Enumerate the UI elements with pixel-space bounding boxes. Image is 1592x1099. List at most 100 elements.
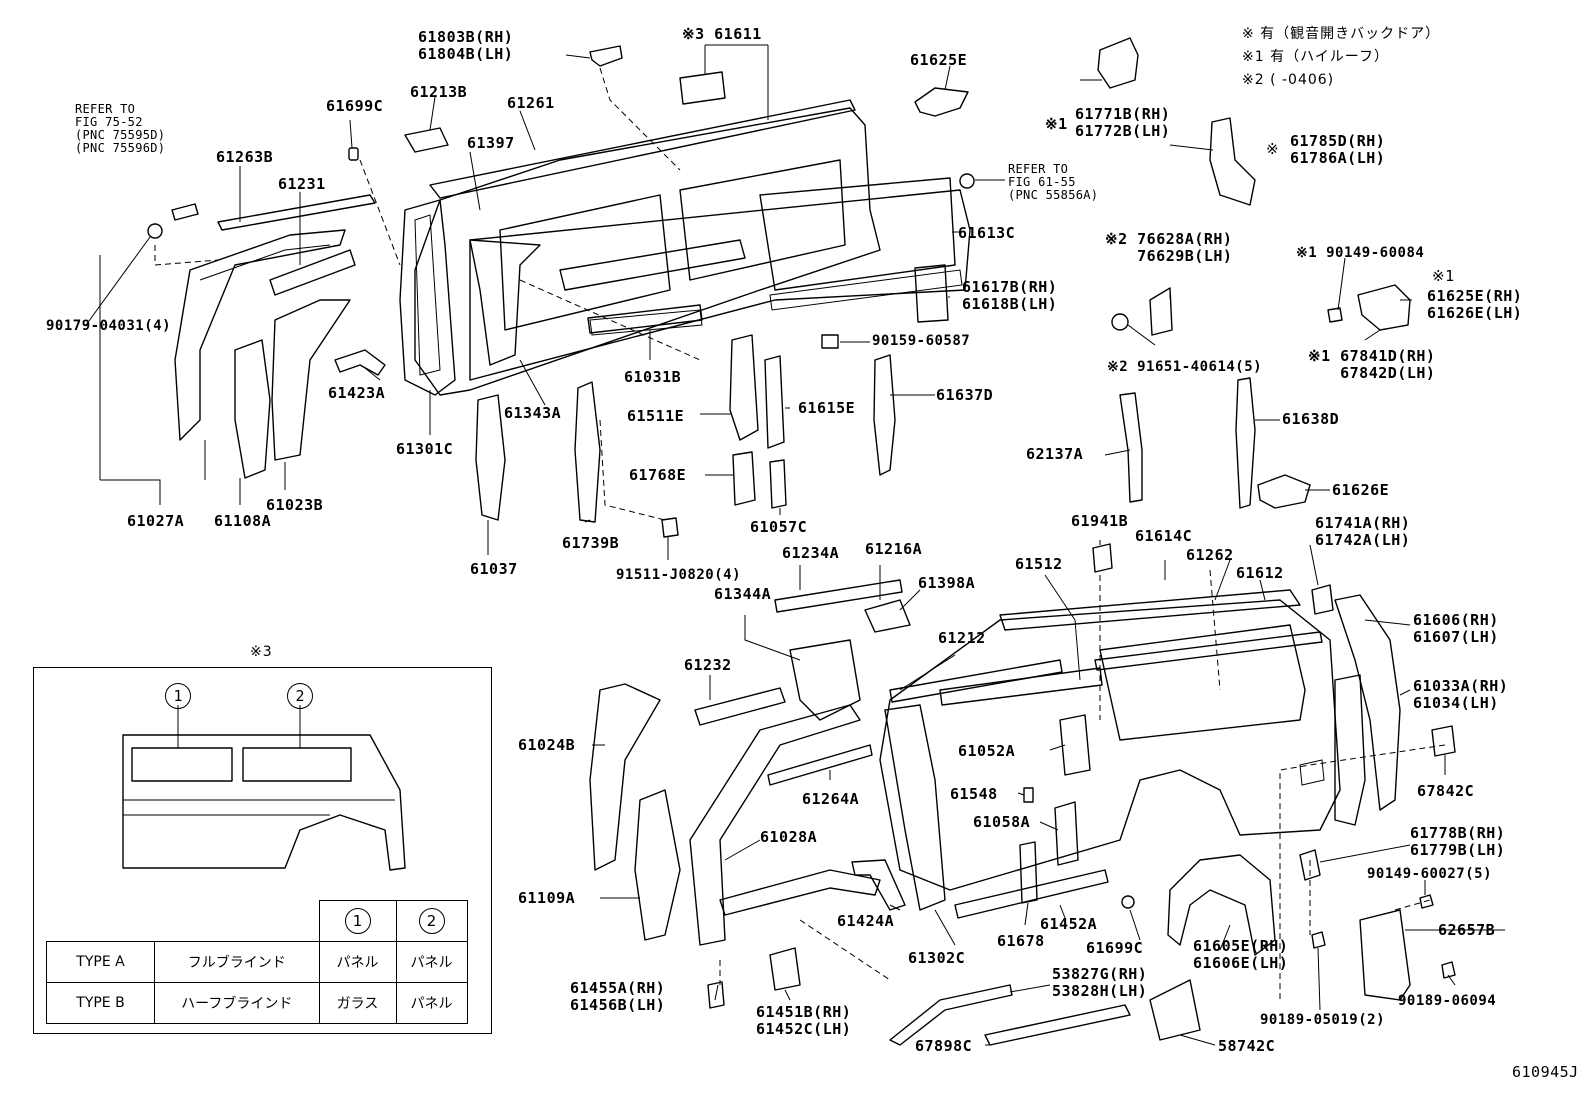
front-pillar-61301c xyxy=(399,199,456,396)
label-61455a: 61455A(RH)61456B(LH) xyxy=(570,979,666,1014)
wheelhouse-61424a xyxy=(851,859,906,911)
legend-row: TYPE A フルブラインド パネル パネル xyxy=(46,941,468,983)
label-61028a: 61028A xyxy=(760,828,818,846)
label-61785d: 61785D(RH)61786A(LH) xyxy=(1290,132,1386,167)
label-61678: 61678 xyxy=(997,932,1045,950)
rail-61031b xyxy=(587,304,703,334)
label-61302c: 61302C xyxy=(908,949,966,967)
bracket-76628a xyxy=(1149,287,1173,336)
label-53827g: 53827G(RH)53828H(LH) xyxy=(1052,965,1148,1000)
legend-type: TYPE B xyxy=(46,982,155,1024)
moulding-67898c xyxy=(984,1004,1131,1046)
clip-90189-05019 xyxy=(1311,931,1326,949)
bracket-61678 xyxy=(1019,841,1038,904)
label-61108a: 61108A xyxy=(214,512,272,530)
rail-61234a xyxy=(774,579,903,613)
note-line-3: ※2 ( -0406) xyxy=(1242,72,1335,88)
dashed-guides xyxy=(154,67,1446,1000)
pillar-61302c xyxy=(884,704,946,911)
label-58742c: 58742C xyxy=(1218,1037,1276,1055)
label-61451b: 61451B(RH)61452C(LH) xyxy=(756,1003,852,1038)
bracket-61771b xyxy=(1097,37,1139,89)
label-76628a: ※2 76628A(RH)76629B(LH) xyxy=(1105,230,1233,265)
label-61614c: 61614C xyxy=(1135,527,1193,545)
legend-van-outline xyxy=(122,705,406,871)
label-61625e-top: 61625E xyxy=(910,51,968,69)
reinforcement-61739b xyxy=(574,381,601,523)
rail-61262 xyxy=(1094,631,1323,671)
label-61234a: 61234A xyxy=(782,544,840,562)
bracket-61455a xyxy=(707,981,725,1009)
bracket-61768e xyxy=(732,451,756,506)
label-61232: 61232 xyxy=(684,656,732,674)
bracket-61231 xyxy=(269,249,356,296)
clip-61548 xyxy=(1023,787,1034,803)
label-61606: 61606(RH)61607(LH) xyxy=(1413,611,1499,646)
bolt-91651 xyxy=(1111,313,1129,331)
legend-desc: ハーフブラインド xyxy=(154,982,320,1024)
screw-90149-60084 xyxy=(1327,307,1343,323)
wheelhouse-61605e xyxy=(1167,854,1276,956)
label-61778b: 61778B(RH)61779B(LH) xyxy=(1410,824,1506,859)
label-61625e-rh: 61625E(RH)61626E(LH) xyxy=(1427,287,1523,322)
label-61617b: 61617B(RH)61618B(LH) xyxy=(962,278,1058,313)
pillar-61615e xyxy=(764,355,785,449)
label-67898c: 67898C xyxy=(915,1037,973,1055)
label-61803b: 61803B(RH)61804B(LH) xyxy=(418,28,514,63)
bracket-61058a xyxy=(1054,801,1079,866)
reinforcement-61037 xyxy=(475,394,506,521)
rear-frame-61028a xyxy=(689,704,881,946)
rail-61212 xyxy=(889,659,1063,703)
bracket-61213b xyxy=(404,127,449,153)
label-61301c: 61301C xyxy=(396,440,454,458)
bracket-61344a xyxy=(789,639,861,721)
legend-circle-2: 2 xyxy=(287,683,313,709)
pillar-61785d xyxy=(1209,117,1256,206)
label-note-s1-61625: ※1 xyxy=(1432,267,1455,285)
cap-61778b xyxy=(1299,849,1321,881)
clip-75595d xyxy=(171,203,199,221)
label-61057c: 61057C xyxy=(750,518,808,536)
figure-number: 610945J xyxy=(1512,1063,1579,1081)
label-90159-60587: 90159-60587 xyxy=(872,333,971,349)
label-61605e: 61605E(RH)61606E(LH) xyxy=(1193,937,1289,972)
label-67842c: 67842C xyxy=(1417,782,1475,800)
label-90189-05019: 90189-05019(2) xyxy=(1260,1012,1386,1028)
label-61213b: 61213B xyxy=(410,83,468,101)
label-62657b: 62657B xyxy=(1438,921,1496,939)
guard-58742c xyxy=(1149,979,1201,1041)
label-61638d: 61638D xyxy=(1282,410,1340,428)
bracket-61398a xyxy=(864,599,911,633)
label-61739b: 61739B xyxy=(562,534,620,552)
grommet-55856a xyxy=(959,173,975,189)
label-61548: 61548 xyxy=(950,785,998,803)
legend-cell-2: パネル xyxy=(395,941,468,983)
pillar-61024b xyxy=(589,683,661,871)
patch-61617b xyxy=(914,264,949,323)
label-61423a: 61423A xyxy=(328,384,386,402)
label-61231: 61231 xyxy=(278,175,326,193)
pillar-61637d xyxy=(873,354,896,476)
wheelhouse-arc-61423a xyxy=(334,349,386,376)
label-61344a: 61344A xyxy=(714,585,772,603)
bracket-61451b xyxy=(769,947,801,991)
label-61263b: 61263B xyxy=(216,148,274,166)
label-note-s-61785: ※ xyxy=(1266,140,1280,158)
note-line-1: ※ 有（観音開きバックドア） xyxy=(1242,26,1441,42)
legend-row: TYPE B ハーフブラインド ガラス パネル xyxy=(46,982,468,1024)
label-61615e: 61615E xyxy=(798,399,856,417)
legend-cell-2: パネル xyxy=(395,982,468,1024)
screw-90159-60587 xyxy=(821,334,839,349)
pillar-61108a xyxy=(234,339,271,479)
rail-61232 xyxy=(694,687,786,726)
label-61216a: 61216A xyxy=(865,540,923,558)
label-91651-40614: ※2 91651-40614(5) xyxy=(1107,359,1263,375)
label-61027a: 61027A xyxy=(127,512,185,530)
label-67841d: ※1 67841D(RH)67842D(LH) xyxy=(1308,347,1436,382)
note-line-2: ※1 有（ハイルーフ） xyxy=(1242,49,1389,65)
plate-67842c xyxy=(1431,725,1456,757)
clip-90189-06094 xyxy=(1441,961,1456,979)
label-note-s1-61771: ※1 xyxy=(1045,115,1068,133)
legend-type: TYPE A xyxy=(46,941,155,983)
